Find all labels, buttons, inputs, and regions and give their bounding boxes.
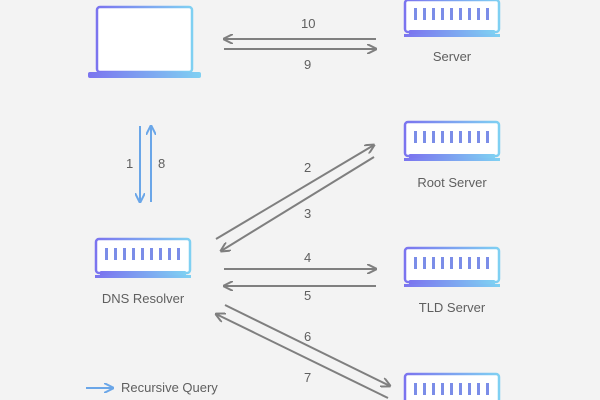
dns-resolver-label: DNS Resolver <box>101 291 185 306</box>
root-server-icon <box>403 120 501 161</box>
arrow-step-3 <box>221 156 375 251</box>
step-label-7: 7 <box>304 370 312 385</box>
step-label-2: 2 <box>304 160 312 175</box>
authoritative-server-icon <box>403 372 501 400</box>
server-label: Server <box>432 49 472 64</box>
dns-resolver-icon <box>94 237 192 278</box>
step-label-3: 3 <box>304 206 312 221</box>
arrow-step-6 <box>224 304 390 386</box>
step-label-1: 1 <box>126 156 134 171</box>
laptop-icon <box>88 5 201 78</box>
root-server-label: Root Server <box>417 175 487 190</box>
step-label-6: 6 <box>304 329 312 344</box>
step-label-8: 8 <box>158 156 166 171</box>
arrow-step-7 <box>216 314 389 399</box>
tld-server-icon <box>403 246 501 287</box>
arrow-step-2 <box>215 145 374 240</box>
step-label-10: 10 <box>301 16 316 31</box>
server-icon <box>403 0 501 37</box>
step-label-9: 9 <box>304 57 312 72</box>
legend-recursive-query-label: Recursive Query <box>121 380 218 395</box>
step-label-5: 5 <box>304 288 312 303</box>
tld-server-label: TLD Server <box>418 300 486 315</box>
step-label-4: 4 <box>304 250 312 265</box>
